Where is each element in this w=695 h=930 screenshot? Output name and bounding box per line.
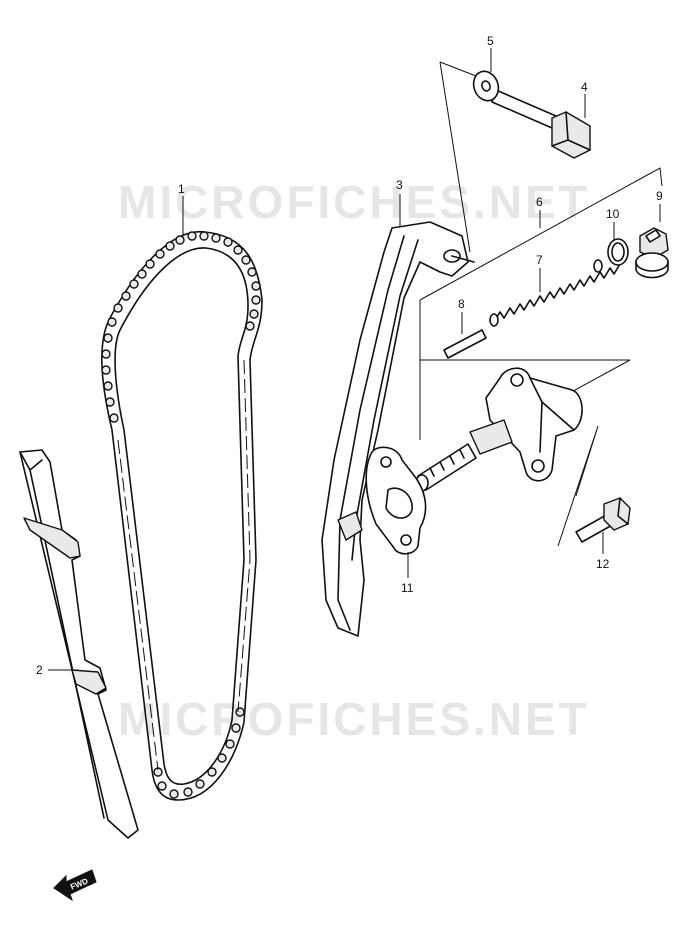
- callout-10: 10: [606, 207, 620, 221]
- fwd-arrow-icon: FWD: [53, 869, 97, 902]
- callout-2: 2: [36, 663, 43, 677]
- callout-12: 12: [596, 557, 610, 571]
- callout-8: 8: [458, 297, 465, 311]
- plug-bolt: [635, 227, 669, 279]
- gasket-ring: [607, 238, 629, 266]
- assembly-bracket: [419, 167, 663, 301]
- callout-3: 3: [396, 178, 403, 192]
- tensioner-gasket: [365, 446, 427, 555]
- callout-7: 7: [536, 253, 543, 267]
- washer: [472, 70, 500, 102]
- callout-6: 6: [536, 195, 543, 209]
- bolt: [491, 89, 591, 159]
- callout-5: 5: [487, 34, 494, 48]
- mounting-bolt: [575, 497, 631, 543]
- chain-guide: [19, 449, 139, 839]
- tensioner-arm: [321, 221, 475, 637]
- watermark-top: MICROFICHES.NET: [118, 176, 590, 228]
- leader-lines: [48, 48, 661, 671]
- cam-chain: [101, 230, 263, 801]
- tensioner-body: [415, 367, 583, 492]
- callout-9: 9: [656, 189, 663, 203]
- watermark-bottom: MICROFICHES.NET: [118, 693, 590, 745]
- callout-4: 4: [581, 80, 588, 94]
- callout-11: 11: [401, 581, 414, 595]
- pin: [443, 329, 487, 359]
- callout-1: 1: [178, 182, 185, 196]
- spring: [489, 259, 621, 327]
